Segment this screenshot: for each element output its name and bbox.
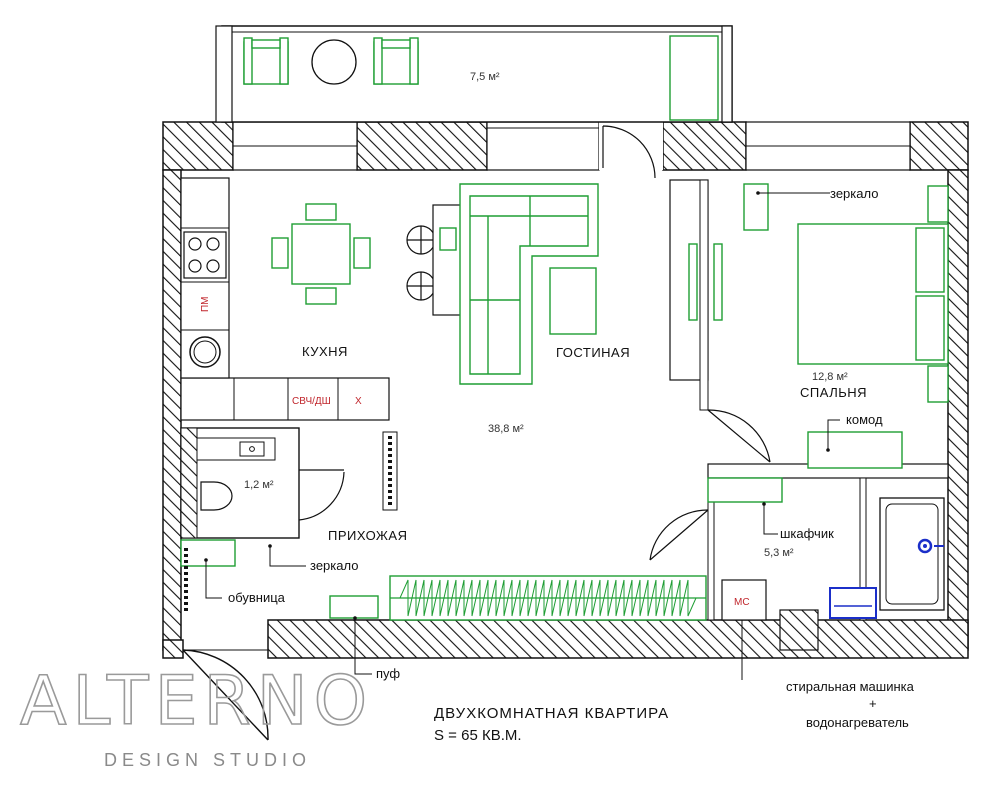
bathroom-cabinet xyxy=(707,477,783,503)
bathroom: МС 5,3 м² xyxy=(707,477,945,621)
bedroom-door-swing xyxy=(707,409,771,463)
brand-logo: ALTERNO xyxy=(20,662,373,741)
wc-door-swing xyxy=(298,469,345,521)
balcony: 7,5 м² xyxy=(215,25,733,123)
dresser xyxy=(807,431,903,469)
wall-top-mid xyxy=(356,121,488,171)
bedroom-wardrobe xyxy=(713,243,723,321)
kitchen: ПМ СВЧ/ДШ X КУХНЯ xyxy=(180,177,462,407)
cooktop-icon xyxy=(183,231,227,279)
walls xyxy=(162,121,969,741)
bedroom: 12,8 м² СПАЛЬНЯ xyxy=(713,183,949,469)
washing-machine xyxy=(721,579,767,621)
window-living xyxy=(486,121,600,171)
cabinet-note: шкафчик xyxy=(780,526,834,541)
plan-area: S = 65 КВ.М. xyxy=(434,727,522,744)
bedroom-label: СПАЛЬНЯ xyxy=(800,385,867,400)
hall-radiator xyxy=(382,431,398,511)
wall-top-right xyxy=(662,121,747,171)
kitchen-lower-counter xyxy=(180,377,390,421)
bedroom-area: 12,8 м² xyxy=(812,371,848,383)
balcony-chair-left xyxy=(243,37,289,85)
entrance-door-swing xyxy=(182,649,269,741)
mirror-bedroom-note: зеркало xyxy=(830,186,878,201)
microwave-dishwasher-label: СВЧ/ДШ xyxy=(292,396,331,407)
tv-unit xyxy=(688,243,698,321)
double-bed xyxy=(797,185,949,403)
callout-dots xyxy=(204,191,830,620)
hall: 1,2 м² ПРИХОЖАЯ xyxy=(184,431,707,621)
bathroom-door-swing xyxy=(649,509,709,561)
bar-counter xyxy=(432,204,462,316)
corner-sofa xyxy=(459,183,599,385)
wall-bottom-left xyxy=(162,639,184,659)
wall-left xyxy=(162,169,182,651)
bath-drain-icon xyxy=(917,538,933,554)
callouts xyxy=(205,192,840,680)
brand-studio: DESIGN STUDIO xyxy=(104,750,311,770)
kitchen-label: КУХНЯ xyxy=(302,344,348,359)
dresser-note: комод xyxy=(846,412,883,427)
washer-note-line3: водонагреватель xyxy=(806,715,909,730)
wall-right xyxy=(947,169,969,651)
wall-top-corner xyxy=(909,121,969,171)
wall-bottom xyxy=(267,619,969,659)
wc-area: 1,2 м² xyxy=(244,479,274,491)
bedroom-mirror-table xyxy=(743,183,769,231)
washer-note-line1: стиральная машинка xyxy=(786,679,915,694)
bar-stools xyxy=(406,225,436,301)
balcony-area: 7,5 м² xyxy=(470,71,500,83)
pouf-note: пуф xyxy=(376,666,400,681)
main-area: 38,8 м² xyxy=(488,423,524,435)
hall-label: ПРИХОЖАЯ xyxy=(328,528,408,543)
balcony-table xyxy=(311,39,357,85)
shoe-rack-note: обувница xyxy=(228,590,286,605)
fridge-label: ПМ xyxy=(200,296,211,312)
mirror-hall-note: зеркало xyxy=(310,558,358,573)
balcony-chair-right xyxy=(373,37,419,85)
pouf xyxy=(329,595,379,619)
wall-top-left xyxy=(162,121,234,171)
living-label: ГОСТИНАЯ xyxy=(556,345,630,360)
balcony-door-swing xyxy=(602,125,656,179)
sink-icon xyxy=(189,336,221,368)
bathtub xyxy=(879,497,945,611)
bathroom-sink xyxy=(829,587,877,619)
balcony-cabinet xyxy=(669,35,719,121)
coffee-table xyxy=(549,267,597,335)
washer-note-line2: + xyxy=(869,696,877,711)
appliance-x-label: X xyxy=(355,396,362,407)
bath-area: 5,3 м² xyxy=(764,547,794,559)
toilet xyxy=(200,481,233,511)
plan-title: ДВУХКОМНАТНАЯ КВАРТИРА xyxy=(434,705,669,722)
living-room: ГОСТИНАЯ 38,8 м² xyxy=(459,183,698,435)
washer-label: МС xyxy=(734,597,750,608)
dining-table xyxy=(271,203,371,305)
